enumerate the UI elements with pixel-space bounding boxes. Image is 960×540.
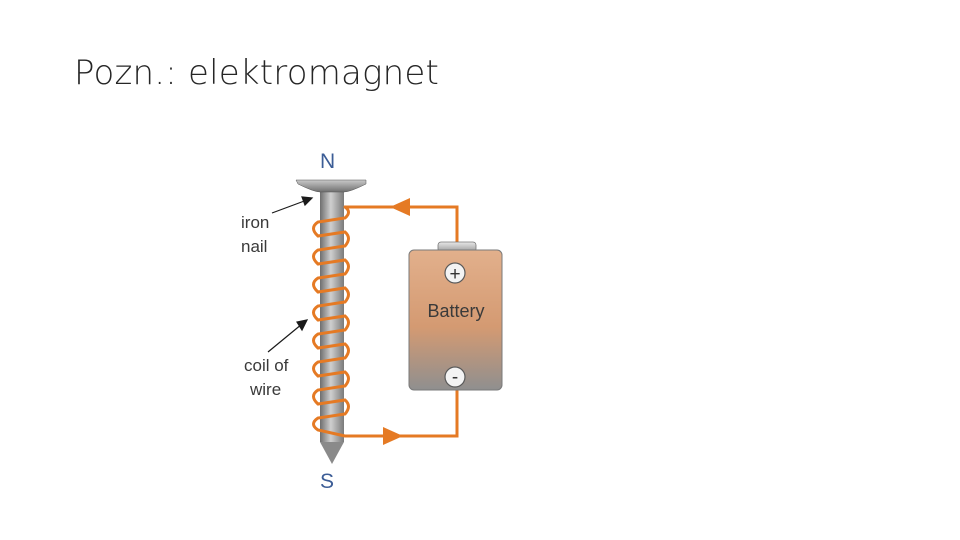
wire-label-line2: wire bbox=[249, 380, 281, 399]
annotation-pointers bbox=[267, 196, 314, 353]
circuit-wire bbox=[345, 205, 459, 438]
south-pole-label: S bbox=[320, 470, 334, 493]
negative-terminal-sign: - bbox=[452, 367, 458, 388]
slide-title: Pozn.: elektromagnet bbox=[74, 53, 440, 93]
battery: + Battery - bbox=[408, 241, 503, 391]
current-arrow-top bbox=[390, 198, 410, 216]
north-pole-label: N bbox=[320, 150, 335, 173]
nail-label-line2: nail bbox=[241, 237, 267, 256]
battery-body bbox=[408, 249, 503, 391]
nail-tip bbox=[320, 442, 344, 464]
coil-label-line1: coil of bbox=[244, 356, 289, 375]
nail-head bbox=[295, 179, 367, 193]
positive-terminal-badge bbox=[444, 262, 466, 284]
iron-label-line1: iron bbox=[241, 213, 269, 232]
current-arrow-bottom bbox=[383, 427, 403, 445]
positive-terminal-sign: + bbox=[449, 264, 460, 285]
battery-label: Battery bbox=[427, 301, 484, 321]
wire-coil bbox=[312, 205, 350, 438]
negative-terminal-badge bbox=[444, 366, 466, 388]
